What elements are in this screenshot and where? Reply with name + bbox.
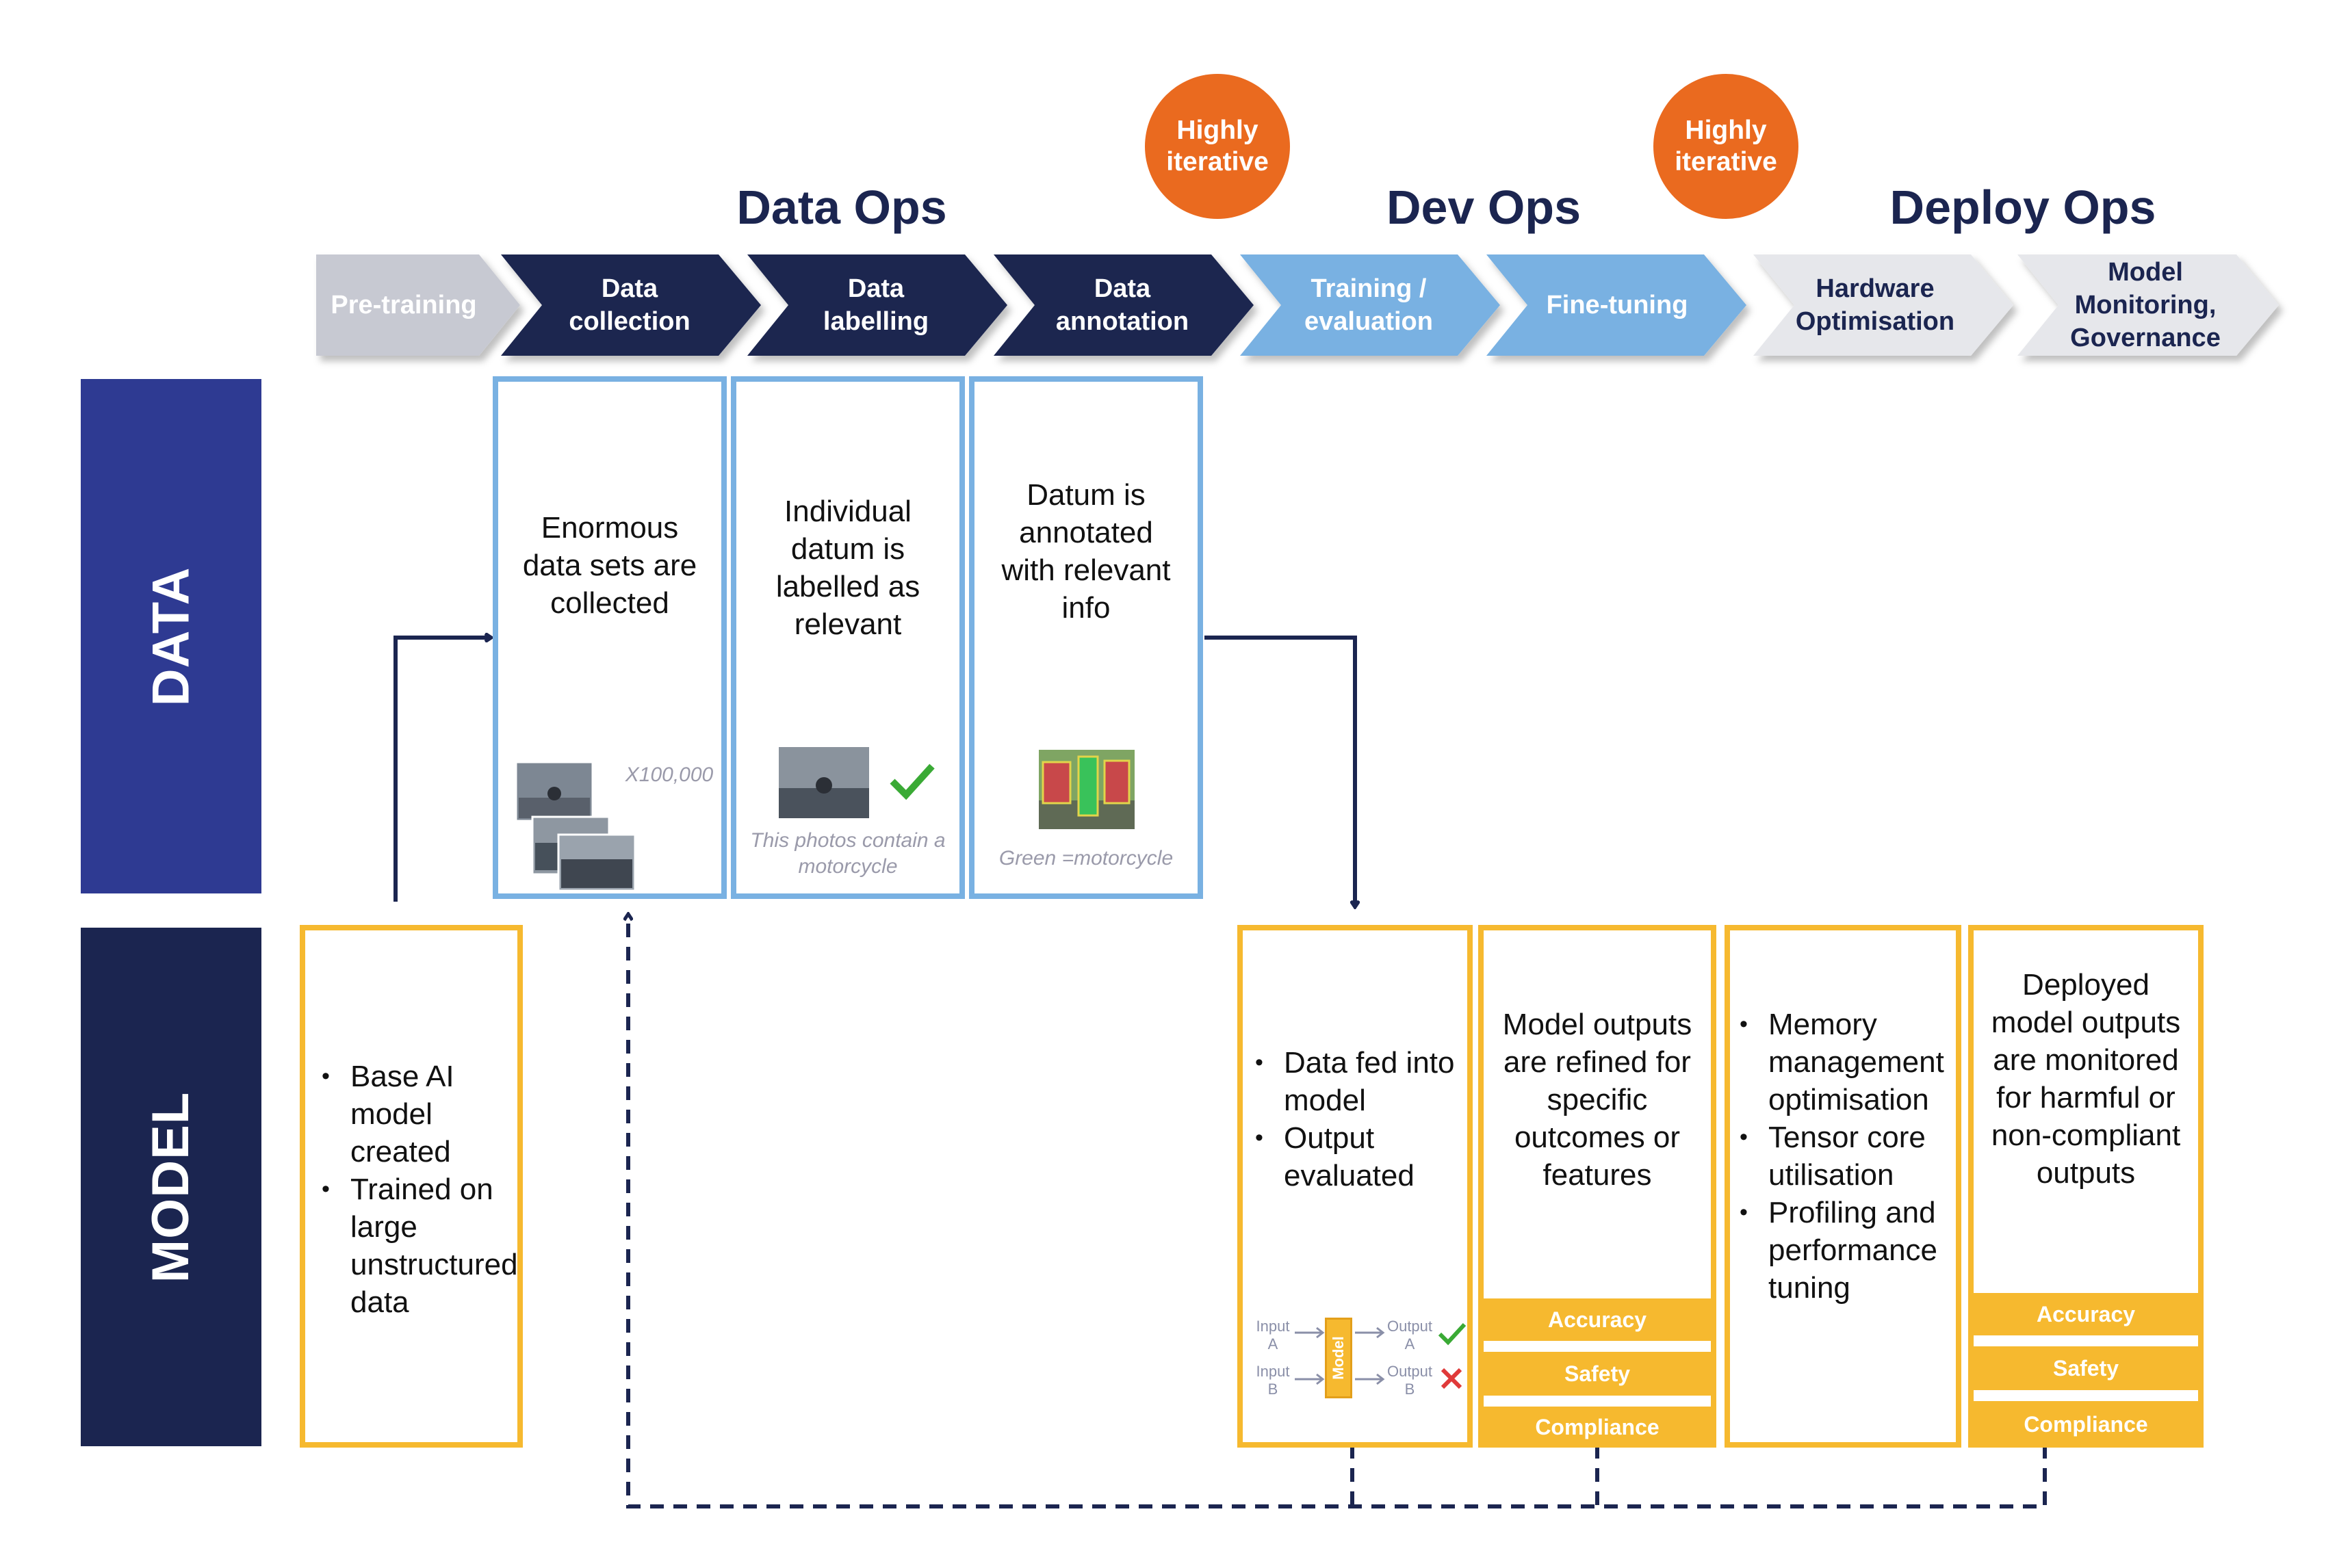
stage-label-pre-training: Pre-training [331,291,477,319]
metric-safety: Safety [1484,1352,1711,1396]
list-item: Data fed into model [1248,1044,1467,1119]
metric-compliance: Compliance [1974,1401,2198,1448]
deploy-text: Deployed model outputs are monitored for… [1991,968,2181,1190]
stage-chevron-data-collection [501,254,761,356]
phase-deploy-ops: Deploy Ops [1889,181,2156,234]
data-annotation-text: Datum is annotated with relevant info [1001,478,1171,625]
deploy-box: Deployed model outputs are monitored for… [1968,925,2204,1448]
output-a-label: Output A [1386,1318,1433,1353]
fine-tuning-box: Model outputs are refined for specific o… [1478,925,1716,1448]
stage-chevron-pre-training [316,254,520,356]
data-collection-box: Enormous data sets are collected X100,00… [493,376,727,899]
hardware-box: Memory management optimisation Tensor co… [1725,925,1961,1448]
input-b-label: Input B [1256,1363,1290,1398]
mini-model-label: Model [1330,1336,1347,1380]
stage-chevron-data-labelling [747,254,1007,356]
feedback-loop [628,914,2047,1508]
row-label-data: DATA [81,379,261,893]
list-item: Output evaluated [1248,1119,1467,1194]
output-b-label: Output B [1386,1363,1433,1398]
annotated-photo-icon [1039,750,1135,829]
row-label-model: MODEL [81,928,261,1446]
stage-chevron-hardware [1753,254,2013,356]
stage-chevron-data-annotation [994,254,1254,356]
phase-data-ops: Data Ops [736,181,947,234]
check-icon [890,763,935,800]
arrow-annotation-to-training [1204,636,1355,907]
labelling-caption: This photos contain a motorcycle [750,829,946,878]
list-item: Memory management optimisation [1733,1006,1959,1119]
stage-label-data-labelling: Data labelling [823,274,929,336]
collection-caption: X100,000 [625,763,714,786]
stage-label-fine-tuning: Fine-tuning [1546,291,1688,319]
training-bullets: Data fed into model Output evaluated [1248,1044,1467,1194]
stage-chevron-training [1240,254,1500,356]
photo-stack-icon [516,762,636,892]
labelled-photo-icon [779,747,869,818]
stage-label-training: Training / evaluation [1304,274,1433,336]
stage-chevron-fine-tuning [1486,254,1746,356]
metric-accuracy: Accuracy [1974,1293,2198,1335]
data-labelling-box: Individual datum is labelled as relevant… [731,376,965,899]
stage-label-data-collection: Data collection [569,274,690,336]
arrow-base-to-collection [393,638,491,902]
stage-chevron-monitoring [2017,254,2279,356]
check-icon [1438,1322,1467,1346]
fine-tuning-text: Model outputs are refined for specific o… [1502,1008,1692,1192]
data-collection-text: Enormous data sets are collected [522,511,697,620]
base-model-box: Base AI model created Trained on large u… [300,925,523,1448]
output-arrows [1355,1327,1385,1385]
annotation-caption: Green =motorcycle [998,847,1174,870]
training-box: Data fed into model Output evaluated Inp… [1237,925,1473,1448]
metric-compliance: Compliance [1484,1407,1711,1448]
base-model-bullets: Base AI model created Trained on large u… [315,1058,520,1321]
cross-icon [1441,1368,1462,1389]
mini-model-block: Model [1325,1318,1352,1398]
stage-label-hardware: Hardware Optimisation [1795,274,1955,336]
input-output-diagram: Input A Input B Model Output A Output B [1252,1318,1471,1420]
list-item: Base AI model created [315,1058,520,1171]
stage-label-data-annotation: Data annotation [1055,274,1189,336]
metric-safety: Safety [1974,1346,2198,1390]
input-a-label: Input A [1256,1318,1290,1353]
hardware-bullets: Memory management optimisation Tensor co… [1733,1006,1959,1307]
list-item: Trained on large unstructured data [315,1171,520,1321]
metric-accuracy: Accuracy [1484,1298,1711,1341]
phase-dev-ops: Dev Ops [1386,181,1581,234]
input-arrows [1295,1327,1325,1385]
highly-iterative-badge: Highly iterative [1145,74,1290,219]
data-labelling-text: Individual datum is labelled as relevant [775,495,920,641]
list-item: Tensor core utilisation [1733,1119,1959,1194]
stage-chevron-bar [316,254,2279,356]
highly-iterative-badge: Highly iterative [1653,74,1798,219]
list-item: Profiling and performance tuning [1733,1194,1959,1307]
data-annotation-box: Datum is annotated with relevant info Gr… [969,376,1203,899]
stage-label-monitoring: Model Monitoring, Governance [2070,258,2221,352]
